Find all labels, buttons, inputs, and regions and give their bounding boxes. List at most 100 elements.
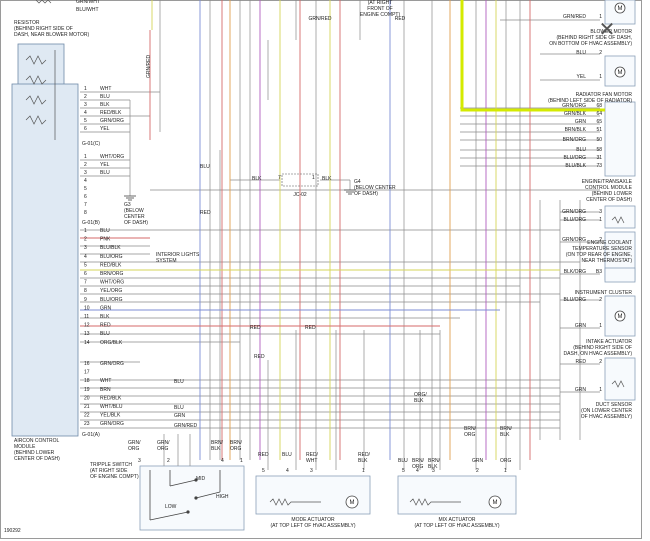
- mode-actuator-label: (AT TOP LEFT OF HVAC ASSEMBLY): [270, 523, 355, 529]
- conn-b-wire-color: BLU: [100, 331, 110, 337]
- mode-wire-color: RED/: [358, 452, 371, 458]
- conn-b-wire-color: WHT/ORG: [100, 280, 124, 286]
- conn-c-pin-number: 5: [84, 186, 87, 192]
- aircon-module-label: AIRCON CONTROL: [14, 438, 60, 444]
- conn-c-pin-number: 2: [84, 94, 87, 100]
- mix-side-brn-org: ORG: [464, 432, 476, 438]
- blower-motor-label: (BEHIND RIGHT SIDE OF DASH,: [557, 35, 632, 41]
- conn-b-wire-color: RED: [100, 323, 111, 329]
- conn-a-pin-number: 20: [84, 395, 90, 401]
- duct-sensor-label: DUCT SENSOR: [596, 402, 633, 408]
- g3-label: G3: [124, 202, 131, 208]
- right-wire-color: GRN/RED: [563, 14, 586, 20]
- switch-pin-number: 4: [221, 458, 224, 464]
- mid-org-blk: BLK: [414, 398, 424, 404]
- right-wire-color: GRN/BLK: [564, 111, 587, 117]
- switch-internals: [149, 470, 221, 521]
- conn-c-pin-number: 7: [84, 202, 87, 208]
- right-pin-number: 51: [596, 127, 602, 133]
- g3-label: (BELOW: [124, 208, 144, 214]
- switch-wire-color: BRN/: [211, 440, 224, 446]
- motor-letters: M M M M M: [350, 6, 623, 506]
- switch-pin-number: 3: [138, 458, 141, 464]
- duct-sensor-label: OF HVAC ASSEMBLY): [581, 414, 633, 420]
- conn-b-pin-number: 12: [84, 323, 90, 329]
- switch-pin-number: 2: [167, 458, 170, 464]
- conn-c-pin-number: 2: [84, 162, 87, 168]
- mode-wire-color: BLU: [282, 452, 292, 458]
- right-wire-color: BLU: [576, 147, 586, 153]
- right-wire-color: BRN/ORG: [563, 137, 586, 143]
- mix-side-brn-blk: BLK: [500, 432, 510, 438]
- right-wire-color: GRN: [575, 387, 587, 393]
- mid-pin1: 1: [312, 175, 315, 181]
- right-wire-color: BLU/ORG: [563, 297, 586, 303]
- mix-wire-color: ORG: [412, 464, 424, 470]
- engine-compt-label: ENGINE COMPT): [360, 12, 401, 18]
- switch-wire-color: GRN/: [128, 440, 141, 446]
- conn-b-pin-number: 9: [84, 297, 87, 303]
- coolant-sensor-label: TEMPERATURE SENSOR: [572, 246, 632, 252]
- instrument-cluster-label: INSTRUMENT CLUSTER: [575, 290, 633, 296]
- mix-pin-number: 5: [402, 468, 405, 474]
- intake-actuator-label: INTAKE ACTUATOR: [586, 339, 632, 345]
- mid-red-a: RED: [250, 325, 261, 331]
- mix-wire-color: BLU: [398, 458, 408, 464]
- conn-b-wire-color: BLU/BLK: [100, 245, 121, 251]
- svg-text:M: M: [618, 6, 623, 12]
- coolant-sensor-label: NEAR THERMOSTAT): [581, 258, 632, 264]
- switch-wire-color: BRN/: [230, 440, 243, 446]
- blower-motor-label: BLOWER MOTOR: [590, 29, 632, 35]
- conn-b-pin-number: 4: [84, 254, 87, 260]
- mode-wire-color: RED/: [306, 452, 319, 458]
- conn-b-wire-color: BLU/ORG: [100, 297, 123, 303]
- conn-c-pin-number: 1: [84, 154, 87, 160]
- conn-a-pin-number: 16: [84, 361, 90, 367]
- right-wire-color: BLU/ORG: [563, 217, 586, 223]
- conn-a-wire-color: WHT/BLU: [100, 404, 123, 410]
- right-pin-number: B3: [596, 269, 602, 275]
- mid-blu-label: BLU: [200, 164, 210, 170]
- interior-lights-label: INTERIOR LIGHTS: [156, 252, 200, 258]
- mix-wire-color: BRN/: [412, 458, 425, 464]
- conn-c-pin-number: 1: [84, 86, 87, 92]
- close-icon[interactable]: ✕: [595, 18, 619, 42]
- aircon-module-label: (BEHIND LOWER: [14, 450, 55, 456]
- svg-text:M: M: [350, 500, 355, 506]
- conn-b-wire-color: BLK: [100, 314, 110, 320]
- conn-b-pin-number: 2: [84, 237, 87, 243]
- conn-c-wire-color: GRN/ORG: [100, 118, 124, 124]
- aircon-module-label: MODULE: [14, 444, 36, 450]
- conn-a-wire-color: WHT: [100, 378, 111, 384]
- conn-a-pin-number: 22: [84, 413, 90, 419]
- resistor-label: DASH, NEAR BLOWER MOTOR): [14, 32, 90, 38]
- mid-blu-b: BLU: [174, 405, 184, 411]
- right-wire-color: BLK/ORG: [564, 269, 586, 275]
- mid-red-c: RED: [254, 354, 265, 360]
- conn-c-wire-color: YEL: [100, 126, 110, 132]
- conn-a-wire-color: RED/BLK: [100, 395, 122, 401]
- right-wire-color: RED: [575, 359, 586, 365]
- conn-c-wire-color: WHT: [100, 86, 111, 92]
- right-pin-number: 2: [599, 359, 602, 365]
- right-pin-number: 1: [599, 323, 602, 329]
- coolant-sensor-label: ENGINE COOLANT: [587, 240, 632, 246]
- switch-low-label: LOW: [165, 504, 177, 510]
- right-pin-number: 2: [599, 50, 602, 56]
- mix-wire-color: GRN: [472, 458, 484, 464]
- resistor-wire-label: GRN/WHT: [76, 0, 100, 5]
- right-pin-number: 1: [599, 217, 602, 223]
- intake-actuator-label: DASH, ON HVAC ASSEMBLY): [564, 351, 633, 357]
- mix-side-brn-blk: BRN/: [500, 426, 513, 432]
- g3-label: OF DASH): [124, 220, 148, 226]
- radiator-fan-label: (BEHIND LEFT SIDE OF RADIATOR): [548, 98, 632, 104]
- mid-red-label: RED: [200, 210, 211, 216]
- conn-b-pin-number: 14: [84, 340, 90, 346]
- conn-b-wire-color: YEL/ORG: [100, 288, 122, 294]
- conn-b-wire-color: GRN: [100, 305, 112, 311]
- conn-b-wire-color: BLU/ORG: [100, 254, 123, 260]
- mid-blu-a: BLU: [174, 379, 184, 385]
- conn-a-pin-number: 19: [84, 387, 90, 393]
- mid-pin7: 7: [278, 175, 281, 181]
